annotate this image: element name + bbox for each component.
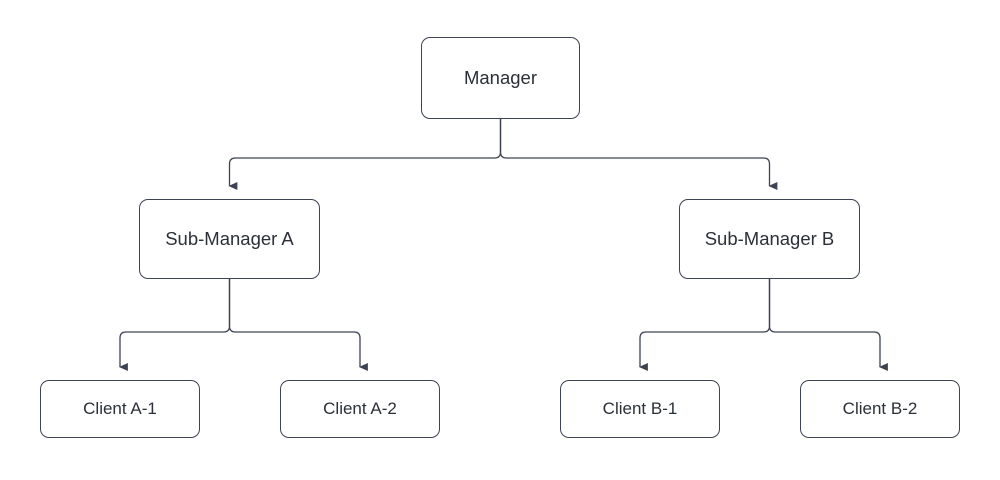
node-sub-manager-b-label: Sub-Manager B [704,228,835,250]
node-client-a2-label: Client A-2 [323,399,397,419]
node-client-b1-label: Client B-1 [602,399,678,419]
edge-manager-to-submanager-a [228,119,502,191]
node-client-b2-label: Client B-2 [842,399,918,419]
node-sub-manager-a-label: Sub-Manager A [165,228,294,250]
node-manager-label: Manager [463,67,537,89]
edge-submanager-a-to-client-a2 [228,279,368,372]
edge-submanager-b-to-client-b2 [768,279,888,372]
node-client-a1[interactable]: Client A-1 [40,380,200,438]
node-client-b1[interactable]: Client B-1 [560,380,720,438]
edge-manager-to-submanager-b [499,119,778,191]
node-client-a2[interactable]: Client A-2 [280,380,440,438]
node-sub-manager-a[interactable]: Sub-Manager A [139,199,320,279]
node-client-a1-label: Client A-1 [83,399,157,419]
node-manager[interactable]: Manager [421,37,580,119]
edge-submanager-b-to-client-b1 [638,279,771,372]
node-sub-manager-b[interactable]: Sub-Manager B [679,199,860,279]
edge-submanager-a-to-client-a1 [118,279,231,372]
node-client-b2[interactable]: Client B-2 [800,380,960,438]
